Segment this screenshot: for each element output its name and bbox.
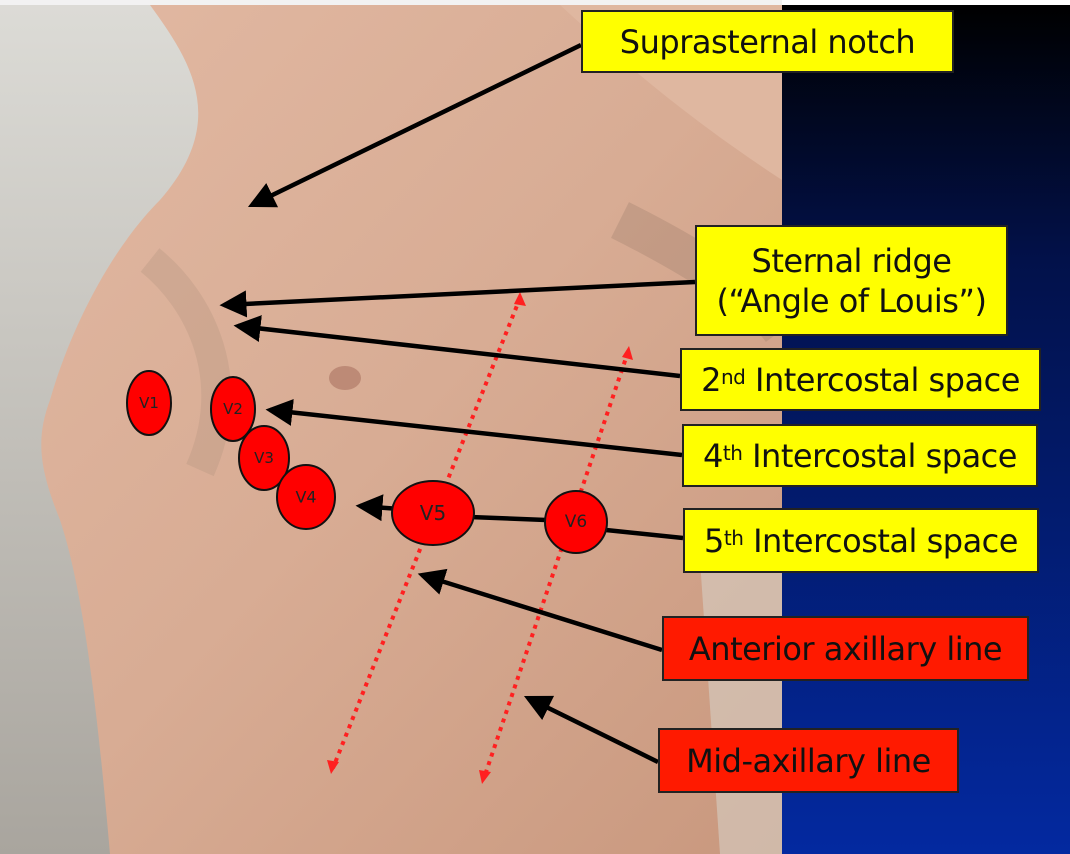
lead-label-v4: V4 bbox=[295, 487, 317, 507]
electrode-v4 bbox=[276, 464, 336, 530]
electrode-v2 bbox=[210, 376, 256, 442]
ic2-arrow bbox=[233, 315, 681, 379]
ordinal-number: 4 bbox=[703, 436, 723, 475]
ordinal-number: 5 bbox=[704, 521, 724, 560]
electrode-v6 bbox=[544, 490, 608, 554]
label-text: Mid-axillary line bbox=[686, 741, 931, 780]
label-anterior-axillary-line: Anterior axillary line bbox=[662, 616, 1029, 681]
mid-axillary-arrow bbox=[523, 695, 659, 765]
wall-background bbox=[0, 5, 199, 854]
label-text-line1: Sternal ridge bbox=[751, 241, 952, 280]
anterior-axillary-arrow bbox=[417, 568, 663, 653]
ordinal-suffix: nd bbox=[720, 365, 746, 389]
lead-label-v1: V1 bbox=[139, 394, 159, 412]
electrode-v3 bbox=[238, 425, 290, 491]
label-text-line2: (“Angle of Louis”) bbox=[716, 281, 987, 320]
suprasternal-arrow bbox=[247, 42, 582, 208]
label-text: Anterior axillary line bbox=[688, 629, 1003, 668]
label-sternal-ridge: Sternal ridge (“Angle of Louis”) bbox=[695, 225, 1008, 336]
mid-axillary-dotted-line bbox=[482, 351, 630, 779]
lead-label-v6: V6 bbox=[564, 512, 588, 532]
lead-label-v3: V3 bbox=[254, 449, 274, 467]
ordinal-number: 2 bbox=[701, 360, 721, 399]
electrode-v5 bbox=[391, 480, 475, 546]
nipple bbox=[329, 366, 361, 390]
label-text: Intercostal space bbox=[745, 360, 1020, 399]
electrode-v1 bbox=[126, 370, 172, 436]
ic5-line bbox=[605, 527, 684, 541]
label-suprasternal-notch: Suprasternal notch bbox=[581, 10, 954, 73]
label-mid-axillary-line: Mid-axillary line bbox=[658, 728, 959, 793]
lead-label-v2: V2 bbox=[223, 400, 243, 418]
ordinal-suffix: th bbox=[723, 526, 744, 550]
lead-label-v5: V5 bbox=[419, 501, 447, 525]
ic4-arrow bbox=[265, 399, 683, 458]
ordinal-suffix: th bbox=[722, 441, 743, 465]
label-text: Suprasternal notch bbox=[619, 22, 916, 61]
v5-v6-line bbox=[469, 514, 547, 523]
label-text: Intercostal space bbox=[743, 521, 1018, 560]
label-text: Intercostal space bbox=[742, 436, 1017, 475]
sternal-ridge-arrow bbox=[219, 279, 696, 318]
